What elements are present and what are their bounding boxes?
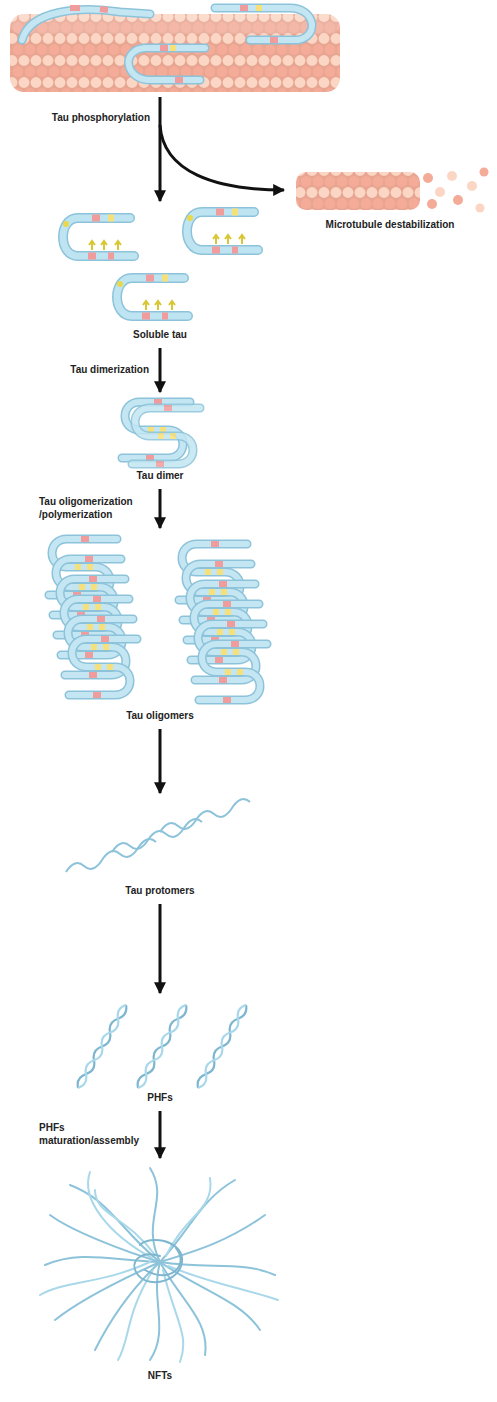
microtubule	[10, 8, 340, 92]
stage-node: Tau protomers	[60, 795, 260, 901]
stage-label: Tau dimer	[90, 468, 230, 482]
stage-node: Soluble tau	[40, 205, 280, 345]
stage-node: Tau dimer	[90, 394, 230, 486]
phosphorylation-arrow	[160, 97, 284, 201]
nft-figure	[40, 1168, 278, 1362]
step-label: Tau dimerization	[69, 364, 150, 377]
soluble-tau-figure	[63, 212, 258, 316]
flow-arrow	[159, 489, 162, 528]
tau-dimer-figure	[122, 402, 200, 464]
flow-arrow	[159, 1111, 162, 1158]
tau-oligomer-figure	[49, 539, 267, 700]
flow-arrow	[159, 904, 162, 993]
stage-label: Microtubule destabilization	[290, 217, 490, 231]
step-label: Tau oligomerization /polymerization	[38, 496, 150, 521]
destabilized-microtubule	[296, 168, 489, 213]
flow-arrow	[159, 348, 162, 392]
stage-label: NFTs	[30, 1368, 290, 1382]
stage-label: Tau oligomers	[30, 708, 290, 722]
stage-label: PHFs	[60, 1090, 260, 1104]
flow-arrow	[159, 729, 162, 793]
step-label: PHFs maturation/assembly	[38, 1122, 150, 1147]
step-label: Tau phosphorylation	[52, 112, 150, 124]
stage-label: Tau protomers	[60, 883, 260, 897]
tau-protomer-figure	[66, 799, 250, 872]
phf-figure	[75, 1003, 249, 1090]
stage-node: Microtubule destabilization	[290, 165, 490, 235]
stage-node: Tau oligomers	[30, 530, 290, 726]
stage-label: Soluble tau	[40, 327, 280, 341]
stage-node: NFTs	[30, 1160, 290, 1386]
stage-node: PHFs	[60, 995, 260, 1108]
